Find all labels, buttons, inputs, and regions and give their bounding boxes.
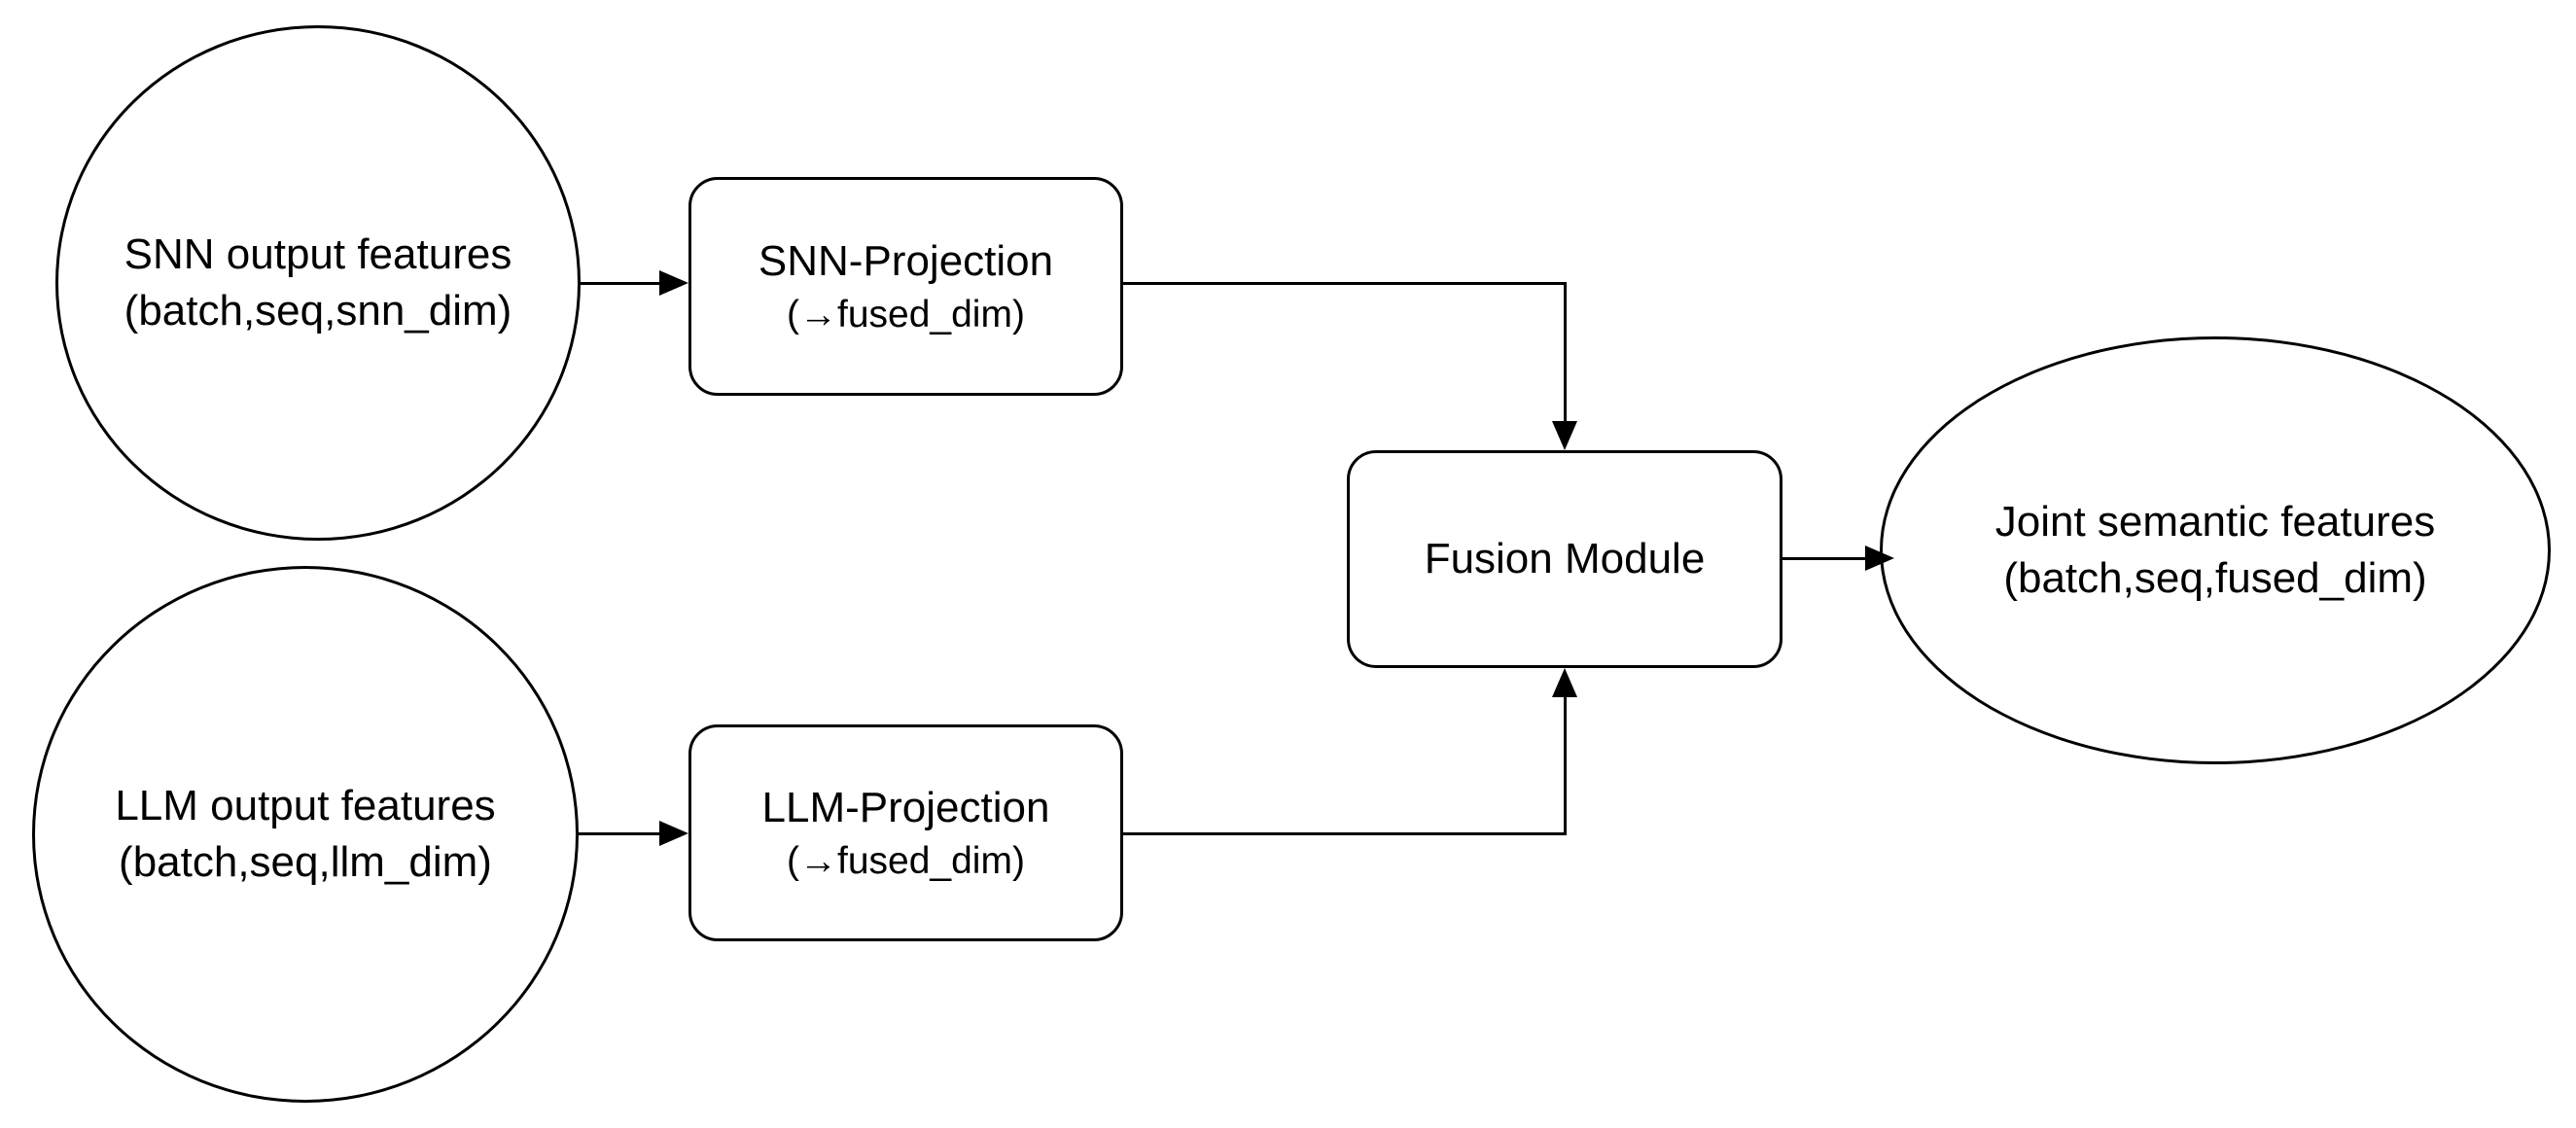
edge-llm-input-to-llm-projection-line [579,832,660,835]
edge-snn-projection-to-fusion-hline [1123,282,1567,285]
node-llm-projection: LLM-Projection (→fused_dim) [688,724,1123,941]
node-joint-semantic-features: Joint semantic features (batch,seq,fused… [1880,336,2551,764]
arrowhead-up-icon [1552,668,1577,697]
node-llm-output-features: LLM output features (batch,seq,llm_dim) [32,566,579,1103]
arrowhead-right-icon [659,270,688,296]
node-snn-output-features-label: SNN output features [124,230,512,278]
node-snn-projection-label: SNN-Projection [758,236,1054,285]
node-snn-projection-dims: (→fused_dim) [787,293,1025,335]
node-llm-output-features-label: LLM output features [115,782,496,829]
node-llm-projection-label: LLM-Projection [761,783,1050,831]
node-llm-output-features-dims: (batch,seq,llm_dim) [119,838,492,886]
edge-fusion-to-joint-output-line [1782,557,1865,560]
arrowhead-right-icon [1865,546,1894,571]
edge-snn-input-to-snn-projection-line [581,282,660,285]
node-joint-semantic-features-dims: (batch,seq,fused_dim) [2003,554,2427,602]
node-joint-semantic-features-label: Joint semantic features [1994,498,2436,546]
edge-llm-projection-to-fusion-vline [1564,697,1567,835]
edge-snn-projection-to-fusion-vline [1564,282,1567,422]
node-snn-output-features: SNN output features (batch,seq,snn_dim) [55,25,581,541]
edge-llm-projection-to-fusion-hline [1123,832,1567,835]
node-fusion-module-label: Fusion Module [1424,535,1706,582]
arrowhead-down-icon [1552,421,1577,450]
node-snn-projection: SNN-Projection (→fused_dim) [688,177,1123,396]
node-snn-output-features-dims: (batch,seq,snn_dim) [124,287,512,335]
arrowhead-right-icon [659,821,688,846]
node-fusion-module: Fusion Module [1347,450,1782,668]
node-llm-projection-dims: (→fused_dim) [787,839,1025,882]
